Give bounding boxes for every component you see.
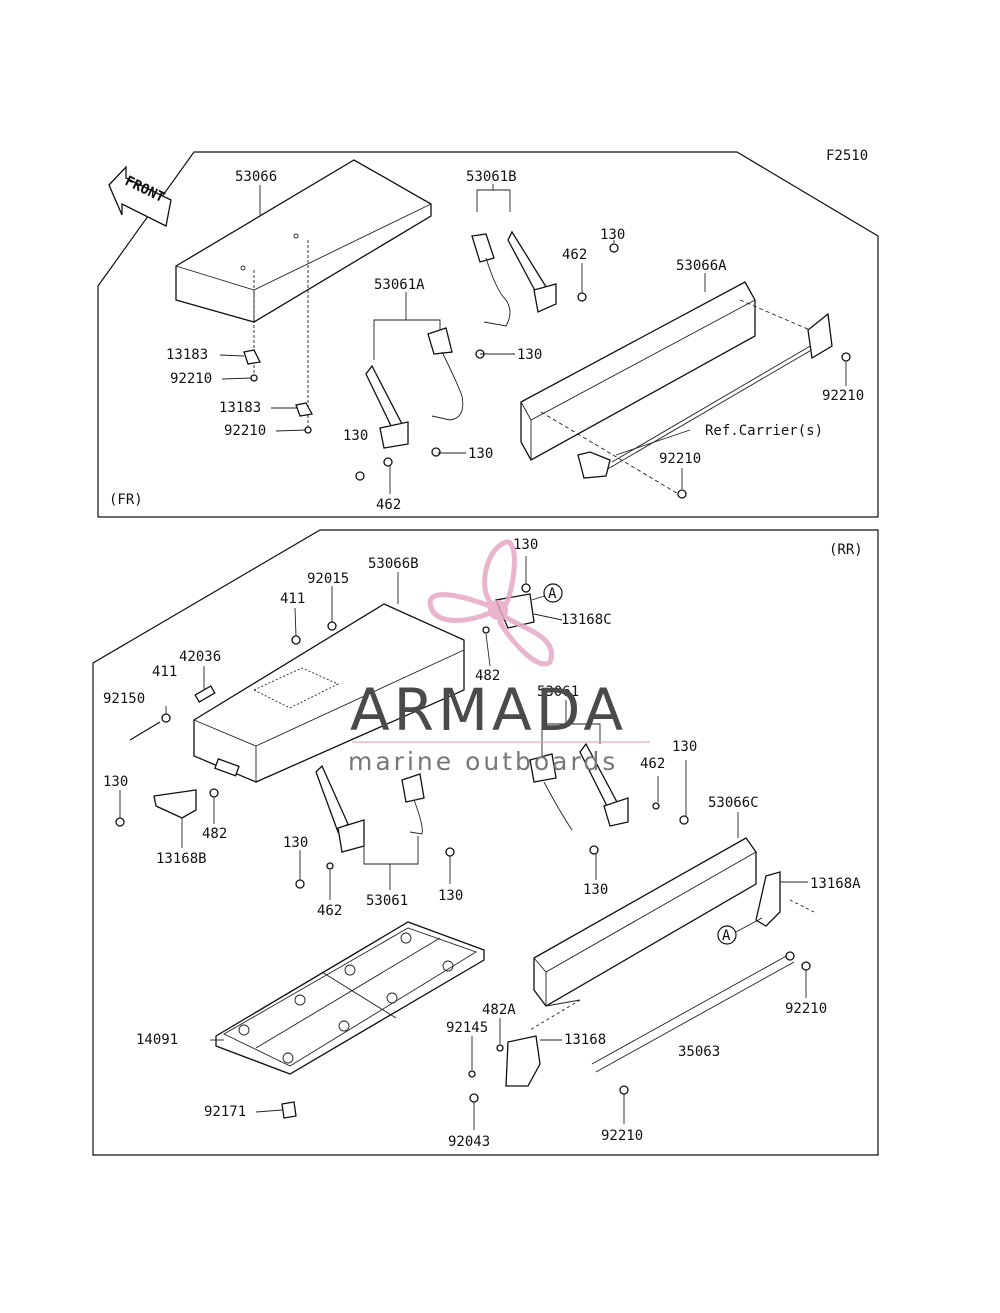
part-label: 92145 xyxy=(446,1020,488,1036)
rear-leader-lines xyxy=(119,556,808,1130)
part-label: 411 xyxy=(280,591,305,607)
part-label: 13168A xyxy=(810,876,861,892)
part-label: 35063 xyxy=(678,1044,720,1060)
part-label: 42036 xyxy=(179,649,221,665)
part-label: 482A xyxy=(482,1002,516,1018)
part-label: 482 xyxy=(202,826,227,842)
watermark: ARMADA marine outboards xyxy=(348,539,650,776)
part-label: 130 xyxy=(583,882,608,898)
svg-text:A: A xyxy=(548,586,557,602)
watermark-tagline: marine outboards xyxy=(348,747,618,776)
part-label: 92043 xyxy=(448,1134,490,1150)
rear-hardware xyxy=(115,583,811,1119)
part-label: 53061A xyxy=(374,277,425,293)
front-section-label: (FR) xyxy=(109,492,143,508)
part-label: 130 xyxy=(672,739,697,755)
part-label: 411 xyxy=(152,664,177,680)
callout-a-top: A xyxy=(531,583,563,603)
part-label: 92210 xyxy=(659,451,701,467)
front-leader-lines xyxy=(219,184,847,494)
part-label: 92210 xyxy=(170,371,212,387)
reference-note: Ref.Carrier(s) xyxy=(705,423,823,439)
part-label: 92150 xyxy=(103,691,145,707)
part-label: 130 xyxy=(513,537,538,553)
part-label: 462 xyxy=(562,247,587,263)
front-seatbelt-b xyxy=(471,230,557,327)
part-label: 13183 xyxy=(166,347,208,363)
part-label: 130 xyxy=(438,888,463,904)
front-backrest xyxy=(520,281,833,496)
rear-section-frame xyxy=(92,529,879,1156)
part-label: 53066B xyxy=(368,556,419,572)
part-label: 130 xyxy=(468,446,493,462)
part-label: 13168 xyxy=(564,1032,606,1048)
propeller-icon xyxy=(427,539,555,667)
callout-a-bottom: A xyxy=(717,917,763,945)
rear-floor-tray xyxy=(215,921,485,1075)
watermark-brand: ARMADA xyxy=(350,676,627,744)
part-label: 92015 xyxy=(307,571,349,587)
figure-code: F2510 xyxy=(826,148,868,164)
part-label: 92210 xyxy=(601,1128,643,1144)
part-label: 130 xyxy=(517,347,542,363)
rear-backrest xyxy=(505,837,815,1087)
part-label: 13168C xyxy=(561,612,612,628)
front-section-frame xyxy=(97,151,879,518)
front-part-labels: 53066 53061B 130 462 53066A 53061A 130 1… xyxy=(166,169,864,513)
part-label: 53061 xyxy=(366,893,408,909)
part-label: 14091 xyxy=(136,1032,178,1048)
part-label: 130 xyxy=(600,227,625,243)
part-label: 92210 xyxy=(785,1001,827,1017)
front-seat-cushion xyxy=(175,159,432,428)
rear-section-label: (RR) xyxy=(829,542,863,558)
rear-seat-cushion xyxy=(193,603,465,783)
part-label: 13183 xyxy=(219,400,261,416)
part-label: 92210 xyxy=(224,423,266,439)
part-label: 462 xyxy=(376,497,401,513)
part-label: 130 xyxy=(283,835,308,851)
rear-part-labels: 130 53066B 92015 411 42036 411 92150 131… xyxy=(103,537,861,1150)
part-label: 13168B xyxy=(156,851,207,867)
front-hardware xyxy=(250,243,851,499)
part-label: 53066A xyxy=(676,258,727,274)
rear-seatbelt-right xyxy=(529,742,629,831)
part-label: 130 xyxy=(343,428,368,444)
part-label: 53066 xyxy=(235,169,277,185)
part-label: 53061 xyxy=(537,684,579,700)
front-seatbelt-a xyxy=(365,327,464,449)
part-label: 482 xyxy=(475,668,500,684)
front-direction-arrow: FRONT xyxy=(108,165,172,227)
rear-bracket-b xyxy=(153,789,197,819)
part-label: 462 xyxy=(317,903,342,919)
part-label: 53061B xyxy=(466,169,517,185)
part-label: 130 xyxy=(103,774,128,790)
part-label: 53066C xyxy=(708,795,759,811)
svg-text:A: A xyxy=(722,928,731,944)
rear-seatbelt-left xyxy=(315,764,425,853)
part-label: 462 xyxy=(640,756,665,772)
part-label: 92210 xyxy=(822,388,864,404)
part-label: 92171 xyxy=(204,1104,246,1120)
